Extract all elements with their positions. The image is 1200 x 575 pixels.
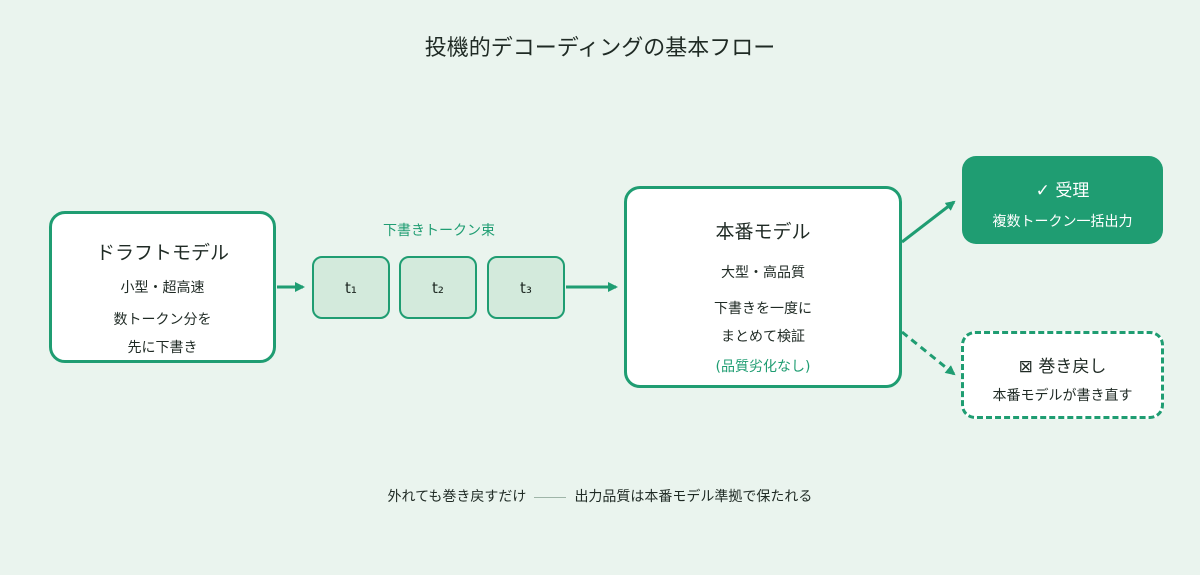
draft-model-box: ドラフトモデル 小型・超高速 数トークン分を 先に下書き [49, 211, 276, 363]
diagram-title: 投機的デコーディングの基本フロー [424, 36, 776, 61]
footer-note: 外れても巻き戻すだけ 出力品質は本番モデル準拠で保たれる [0, 486, 1200, 506]
draft-token-3: t₃ [487, 256, 565, 319]
main-model-line-3: まとめて検証 [721, 329, 805, 345]
draft-model-line-2: 数トークン分を [113, 312, 212, 328]
main-model-box: 本番モデル 大型・高品質 下書きを一度に まとめて検証 (品質劣化なし) [624, 186, 902, 388]
main-model-line-2: 下書きを一度に [714, 301, 812, 317]
main-model-heading: 本番モデル [715, 221, 811, 243]
draft-model-line-3: 先に下書き [127, 340, 198, 356]
footer-left-text: 外れても巻き戻すだけ [387, 489, 527, 505]
token-bundle-label: 下書きトークン束 [383, 223, 495, 239]
draft-model-line-1: 小型・超高速 [120, 280, 205, 296]
footer-right-text: 出力品質は本番モデル準拠で保たれる [574, 489, 813, 505]
accept-box: ✓ 受理 複数トークン一括出力 [962, 156, 1163, 244]
footer-divider [534, 496, 567, 498]
accept-description: 複数トークン一括出力 [992, 214, 1133, 230]
rollback-description: 本番モデルが書き直す [992, 388, 1133, 404]
main-model-line-1: 大型・高品質 [721, 265, 805, 281]
main-model-note: (品質劣化なし) [715, 359, 811, 375]
draft-model-heading: ドラフトモデル [95, 242, 229, 264]
draft-token-2: t₂ [399, 256, 477, 319]
rollback-box: ⊠ 巻き戻し 本番モデルが書き直す [961, 331, 1164, 419]
arrow-main-to-rollback [901, 330, 956, 376]
arrow-main-to-accept [901, 200, 956, 244]
rollback-heading: ⊠ 巻き戻し [1018, 357, 1107, 377]
draft-token-1: t₁ [312, 256, 390, 319]
accept-heading: ✓ 受理 [1035, 181, 1090, 201]
